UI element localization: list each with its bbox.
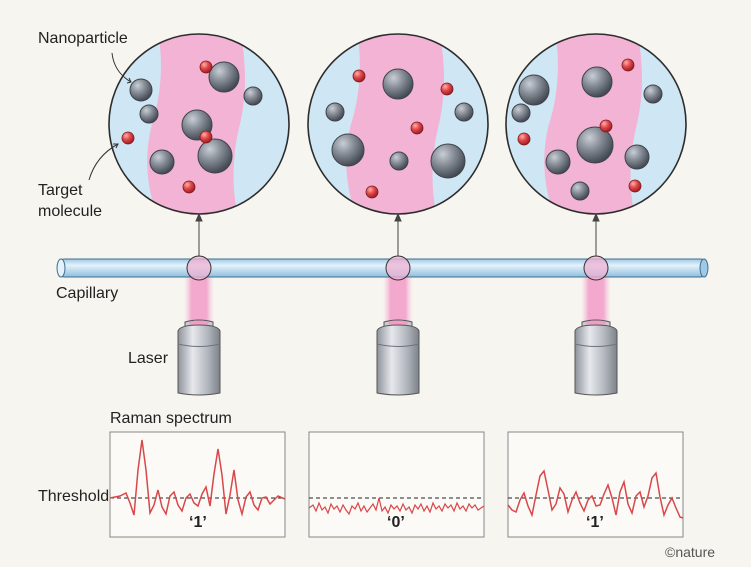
spectrum-trace — [109, 439, 286, 517]
nanoparticle-label: Nanoparticle — [38, 30, 128, 47]
nanoparticle-icon — [511, 66, 663, 201]
target-molecule-label-line2: molecule — [38, 203, 103, 220]
laser-objective-icon — [574, 319, 618, 396]
laser-objective-icon — [376, 319, 420, 396]
droplet-1 — [108, 33, 290, 215]
droplet-3 — [505, 33, 687, 215]
target-molecule-icon — [121, 60, 213, 194]
spectrum-panel-2 — [308, 431, 485, 538]
label-leaders — [88, 52, 132, 181]
target-molecule-label-line1: Target — [38, 182, 83, 199]
spectrum-trace — [308, 497, 485, 516]
raman-spectrum-label: Raman spectrum — [110, 410, 232, 427]
laser-beams — [184, 272, 611, 324]
nature-credit: ©nature — [665, 544, 716, 560]
threshold-label: Threshold — [38, 488, 110, 505]
spectrum-trace — [507, 469, 684, 519]
spectrum-panel-1 — [109, 431, 286, 538]
panel-1-output: ‘1’ — [189, 514, 207, 531]
panel-3-output: ‘1’ — [586, 514, 604, 531]
laser-label: Laser — [128, 350, 169, 367]
droplet-2 — [307, 33, 489, 215]
target-molecule-icon — [352, 69, 454, 199]
panel-2-output: ‘0’ — [387, 514, 405, 531]
laser-objective-icon — [177, 319, 221, 396]
spectrum-panel-3 — [507, 431, 684, 538]
nanoparticle-icon — [325, 68, 474, 179]
connector-arrows — [195, 212, 600, 256]
target-molecule-icon — [517, 58, 642, 193]
capillary-tube-icon — [56, 255, 709, 281]
capillary-label: Capillary — [56, 285, 119, 302]
